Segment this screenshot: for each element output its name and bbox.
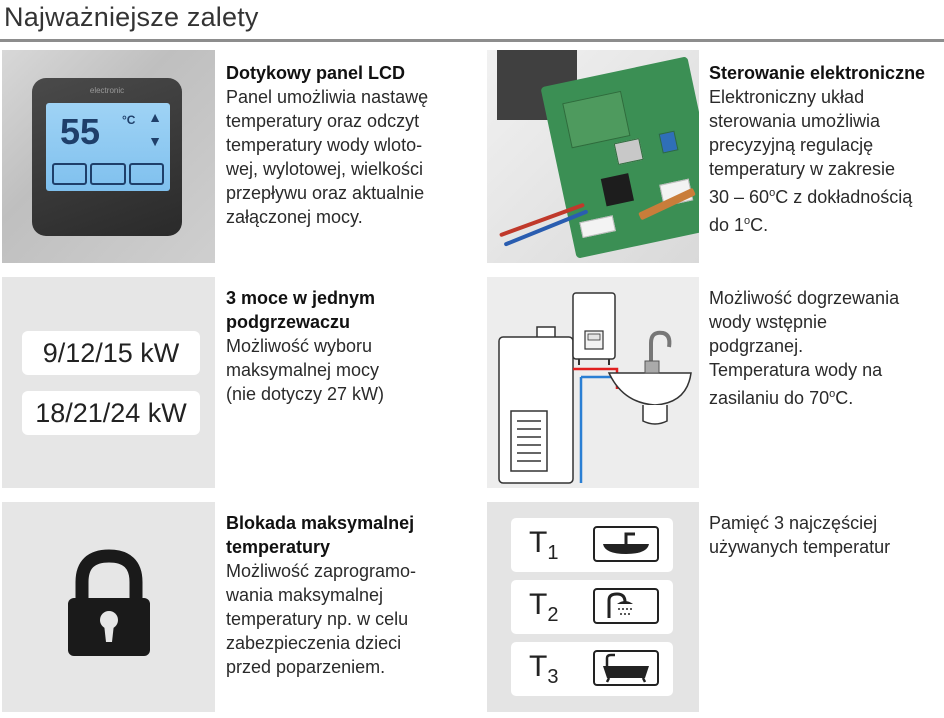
page-title: Najważniejsze zalety [4,2,259,32]
body-text: 30 – 60 [709,187,770,207]
body-line: temperatury w zakresie [709,159,896,179]
memory-slot-label: T1 [529,526,558,565]
padlock-icon [68,549,150,656]
feature-electronics-heading: Sterowanie elektroniczne [709,63,926,83]
relay-component [562,90,631,149]
slot-index: 2 [547,604,559,626]
memory-slot: T3 [511,642,673,696]
connector-block [579,215,616,239]
memory-slot-label: T3 [529,650,558,689]
feature-lcd-heading: Dotykowy panel LCD [226,63,406,83]
feature-memory: Pamięć 3 najczęściej używanych temperatu… [709,511,941,559]
degree-mark: o [829,388,836,400]
body-line: zasilaniu do 70oC. [709,382,941,410]
memory-slot: T2 [511,580,673,634]
preheat-diagram-image [487,277,699,488]
lcd-bezel: electronic 55 °C ▲ ▼ [32,78,182,236]
chevron-up-icon: ▲ [148,109,162,125]
degree-mark: o [769,187,776,199]
feature-lcd-body: Panel umożliwia nastawę temperatury oraz… [226,87,429,227]
feature-lock: Blokada maksymalnej temperatury Możliwoś… [226,511,476,679]
slot-index: 1 [547,542,559,564]
electronics-board-image [487,50,699,263]
slot-letter: T [529,650,548,683]
body-line: Możliwość dogrzewania [709,288,900,308]
body-text: C. [750,215,769,235]
feature-preheat-body: Możliwość dogrzewania wody wstępnie podg… [709,286,941,410]
preheat-diagram [498,292,692,484]
body-line: Elektroniczny układ [709,87,865,107]
slot-letter: T [529,588,548,621]
lcd-temperature: 55 [60,111,101,152]
lcd-mode-icons [52,163,164,185]
feature-memory-body: Pamięć 3 najczęściej używanych temperatu… [709,513,891,557]
terminal-block [658,130,679,154]
lcd-screen: 55 °C ▲ ▼ [46,103,170,191]
memory-slot: T1 [511,518,673,572]
power-options-image: 9/12/15 kW 18/21/24 kW [2,277,215,488]
slot-index: 3 [547,666,559,688]
feature-power-body: Możliwość wyboru maksymalnej mocy (nie d… [226,336,385,404]
power-option-pill: 9/12/15 kW [22,331,200,375]
feature-preheat: Możliwość dogrzewania wody wstępnie podg… [709,286,941,410]
slot-letter: T [529,526,548,559]
title-divider [0,39,944,42]
feature-lcd: Dotykowy panel LCD Panel umożliwia nasta… [226,61,476,229]
relay-small [613,138,644,166]
chevron-down-icon: ▼ [148,133,162,149]
lcd-brand-label: electronic [89,86,125,95]
body-line: podgrzanej. [709,336,804,356]
body-line: 30 – 60oC z dokładnością [709,181,941,209]
feature-lock-body: Możliwość zaprogramo- wania maksymalnej … [226,561,417,677]
feature-power-heading: 3 moce w jednym podgrzewaczu [226,288,376,332]
body-text: C. [835,388,854,408]
shower-icon [593,588,659,624]
circuit-board [540,56,699,259]
feature-power: 3 moce w jednym podgrzewaczu Możliwość w… [226,286,476,406]
body-line: Temperatura wody na [709,360,883,380]
memory-slot-label: T2 [529,588,558,627]
bathtub-icon [128,163,164,185]
bathtub-icon [593,650,659,686]
shower-icon [90,163,126,185]
microcontroller-chip [600,173,634,207]
feature-electronics: Sterowanie elektroniczne Elektroniczny u… [709,61,941,237]
feature-lock-heading: Blokada maksymalnej temperatury [226,513,415,557]
lock-image [2,502,215,712]
body-line: wody wstępnie [709,312,828,332]
body-line: precyzyjną regulację [709,135,874,155]
feature-electronics-body: Elektroniczny układ sterowania umożliwia… [709,85,941,237]
sink-icon [52,163,88,185]
degree-mark: o [744,215,751,227]
body-text: C z dokładnością [775,187,913,207]
power-option-pill: 18/21/24 kW [22,391,200,435]
lcd-unit: °C [122,113,136,127]
body-text: zasilaniu do 70 [709,388,830,408]
temperature-memory-image: T1 T2 T3 [487,502,699,712]
body-line: sterowania umożliwia [709,111,881,131]
body-text: do 1 [709,215,745,235]
lcd-panel-image: electronic 55 °C ▲ ▼ [2,50,215,263]
sink-icon [593,526,659,562]
body-line: do 1oC. [709,209,941,237]
